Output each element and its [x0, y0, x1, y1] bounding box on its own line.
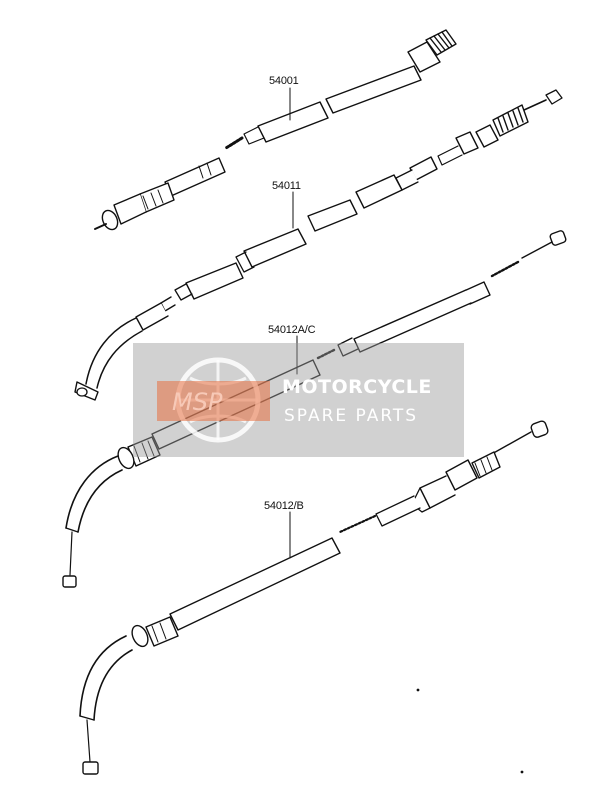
watermark-line1: MOTORCYCLE: [282, 376, 432, 398]
part-number-label: 54001: [269, 75, 299, 87]
meter-end-nut: [425, 29, 457, 56]
watermark-logo-text: MSP: [172, 388, 223, 416]
speedometer-cable-drawing: [94, 29, 457, 231]
part-number-label: 54012A/C: [268, 324, 316, 336]
part-number-label: 54011: [272, 180, 301, 192]
tachometer-cable-drawing: [74, 89, 563, 401]
watermark-logo-badge: [157, 381, 270, 421]
watermark-line2: SPARE PARTS: [284, 406, 418, 426]
throttle-cable-b-drawing: [79, 420, 549, 775]
watermark: MSP MOTORCYCLE SPARE PARTS: [133, 343, 464, 457]
part-number-label: 54012/B: [264, 500, 304, 512]
